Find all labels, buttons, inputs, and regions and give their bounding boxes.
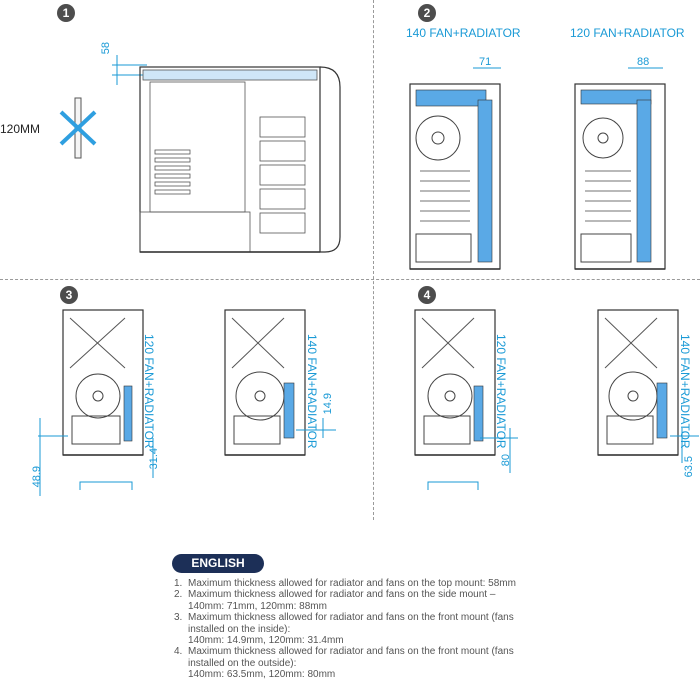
note-line: 140mm: 63.5mm, 120mm: 80mm (188, 669, 336, 681)
case-front-inside-120-drawing (62, 309, 144, 456)
note-line: 140mm: 71mm, 120mm: 88mm (188, 600, 327, 612)
note-item: 2. Maximum thickness allowed for radiator… (174, 589, 604, 612)
side-140-dimension: 71 (479, 56, 492, 68)
note-line: Maximum thickness allowed for radiator a… (188, 589, 496, 601)
side-120-title: 120 FAN+RADIATOR (570, 26, 685, 40)
case-side-drawing (139, 66, 341, 253)
divider-horizontal (0, 279, 700, 280)
top-mount-dimension: 58 (100, 42, 112, 55)
case-front-140-drawing (409, 67, 501, 270)
note-line: 140mm: 14.9mm, 120mm: 31.4mm (188, 635, 344, 647)
note-line: installed on the outside): (188, 657, 297, 669)
case-front-outside-140-drawing (597, 309, 679, 456)
top-dimension-lines (112, 55, 147, 85)
front-inside-120-label: 120 FAN+RADIATOR (142, 334, 156, 449)
note-item: 3. Maximum thickness allowed for radiator… (174, 612, 604, 646)
note-number: 4. (174, 646, 183, 658)
step-badge-3: 3 (60, 286, 78, 304)
note-line: installed on the inside): (188, 623, 291, 635)
note-item: 1. Maximum thickness allowed for radiator… (174, 578, 604, 589)
divider-vertical (373, 0, 374, 520)
note-line: Maximum thickness allowed for radiator a… (188, 612, 514, 624)
case-front-120-drawing (574, 67, 666, 270)
note-number: 2. (174, 589, 183, 601)
front-outside-120-label: 120 FAN+RADIATOR (494, 334, 508, 449)
notes-list: 1. Maximum thickness allowed for radiator… (174, 578, 604, 681)
case-front-outside-120-drawing (414, 309, 496, 456)
front-inside-140-label: 140 FAN+RADIATOR (305, 334, 319, 449)
note-line: Maximum thickness allowed for radiator a… (188, 578, 516, 589)
note-line: Maximum thickness allowed for radiator a… (188, 646, 514, 658)
no-fan-cross-icon (59, 97, 97, 159)
fan-size-label: 120MM (0, 122, 41, 136)
front-outside-140-label: 140 FAN+RADIATOR (678, 334, 692, 449)
side-140-title: 140 FAN+RADIATOR (406, 26, 521, 40)
panel4-dimension-lines (427, 428, 699, 490)
step-badge-1: 1 (57, 4, 75, 22)
note-number: 1. (174, 578, 183, 589)
side-120-dimension: 88 (637, 56, 650, 68)
language-label: ENGLISH (172, 554, 264, 573)
step-badge-4: 4 (418, 286, 436, 304)
step-badge-2: 2 (418, 4, 436, 22)
front-inside-140-dimension: 14.9 (322, 393, 334, 415)
case-front-inside-140-drawing (224, 309, 306, 456)
note-number: 3. (174, 612, 183, 624)
panel3-dimension-lines (38, 418, 336, 496)
